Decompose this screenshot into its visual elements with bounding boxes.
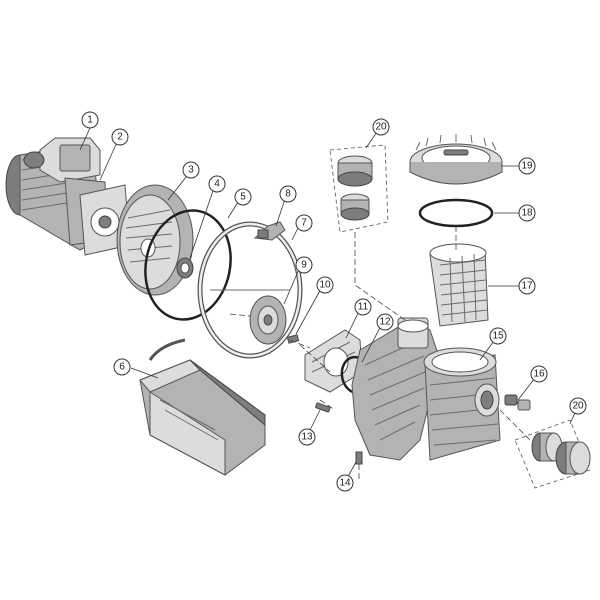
union-fittings-top — [329, 144, 406, 321]
svg-text:4: 4 — [214, 179, 220, 190]
foot-screw — [355, 451, 363, 480]
callout-12: 12 — [376, 313, 394, 331]
svg-text:14: 14 — [339, 478, 351, 489]
svg-text:10: 10 — [319, 280, 331, 291]
callout-17: 17 — [518, 277, 536, 295]
callout-2: 2 — [111, 128, 129, 146]
callout-6: 6 — [113, 358, 131, 376]
svg-text:6: 6 — [119, 362, 125, 373]
union-fittings-right — [499, 409, 591, 489]
pump-lid — [409, 134, 503, 185]
callout-15: 15 — [489, 327, 507, 345]
impeller-screw — [286, 334, 300, 344]
svg-text:7: 7 — [301, 218, 307, 229]
callout-11: 11 — [354, 298, 372, 316]
svg-text:3: 3 — [188, 165, 194, 176]
callout-16: 16 — [530, 365, 548, 383]
callout-8: 8 — [279, 185, 297, 203]
svg-text:1: 1 — [87, 115, 93, 126]
svg-text:16: 16 — [533, 369, 545, 380]
callout-19: 19 — [518, 157, 536, 175]
svg-text:9: 9 — [301, 260, 307, 271]
impeller — [229, 295, 287, 345]
callout-10: 10 — [316, 276, 334, 294]
assembly-axis-lines — [289, 339, 336, 411]
mechanical-seal — [176, 257, 194, 279]
callout-3: 3 — [182, 161, 200, 179]
svg-text:11: 11 — [358, 302, 369, 313]
callout-20-top: 20 — [372, 118, 390, 136]
callout-9: 9 — [295, 256, 313, 274]
svg-text:17: 17 — [521, 281, 533, 292]
diffuser-screws — [315, 402, 331, 413]
pump-housing — [351, 317, 501, 461]
callout-7: 7 — [295, 214, 313, 232]
svg-text:2: 2 — [117, 132, 123, 143]
diffuser-ring — [197, 221, 303, 359]
svg-text:20: 20 — [375, 122, 387, 133]
o-ring-large — [144, 209, 232, 321]
callout-13: 13 — [298, 428, 316, 446]
pump-base — [139, 338, 266, 476]
svg-text:18: 18 — [521, 208, 533, 219]
connector-part — [253, 221, 286, 241]
svg-text:20: 20 — [572, 401, 584, 412]
callout-18: 18 — [518, 204, 536, 222]
drain-plug — [504, 394, 531, 411]
seal-plate — [116, 184, 194, 296]
callout-1: 1 — [81, 111, 99, 129]
callout-14: 14 — [336, 474, 354, 492]
callout-20-right: 20 — [569, 397, 587, 415]
lid-o-ring — [418, 198, 494, 250]
strainer-basket — [429, 243, 489, 327]
svg-text:8: 8 — [285, 189, 291, 200]
svg-text:5: 5 — [240, 192, 246, 203]
callout-5: 5 — [234, 188, 252, 206]
callout-4: 4 — [208, 175, 226, 193]
svg-text:13: 13 — [301, 432, 313, 443]
svg-text:15: 15 — [492, 331, 504, 342]
svg-text:12: 12 — [379, 317, 391, 328]
svg-text:19: 19 — [521, 161, 533, 172]
